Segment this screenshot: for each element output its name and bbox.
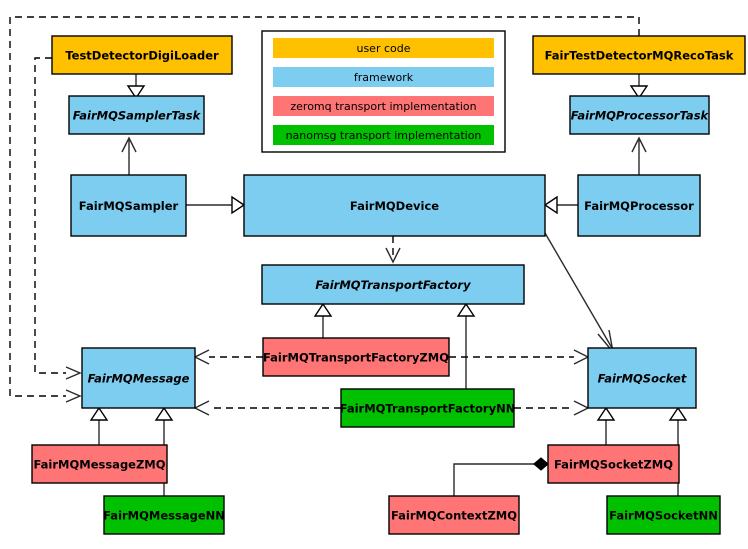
legend-item-3: nanomsg transport implementation bbox=[273, 125, 494, 145]
edge-sampler-samplertask bbox=[121, 136, 137, 175]
class-box-rect-FairMQTransportFactory[interactable] bbox=[261, 264, 525, 305]
legend-label-2: zeromq transport implementation bbox=[290, 100, 476, 113]
class-box-FairMQSocketZMQ[interactable]: FairMQSocketZMQ bbox=[547, 444, 680, 484]
class-box-label-FairMQDevice: FairMQDevice bbox=[350, 199, 439, 213]
class-box-rect-FairMQProcessor[interactable] bbox=[577, 174, 701, 237]
class-box-rect-FairMQTransportFactoryNN[interactable] bbox=[340, 388, 515, 428]
class-box-FairTestDetectorMQRecoTask[interactable]: FairTestDetectorMQRecoTask bbox=[532, 35, 746, 75]
class-box-rect-FairMQDevice[interactable] bbox=[243, 174, 546, 237]
legend-label-0: user code bbox=[356, 42, 410, 55]
edge-device-transportfactory bbox=[385, 236, 401, 264]
class-box-rect-FairMQTransportFactoryZMQ[interactable] bbox=[262, 337, 450, 377]
edge-tfzmq-socket bbox=[449, 349, 590, 365]
edge-tfnn-message bbox=[193, 400, 341, 416]
class-box-label-FairMQProcessor: FairMQProcessor bbox=[584, 199, 694, 213]
edge-sampler-device bbox=[186, 195, 246, 215]
edge-messagezmq-message bbox=[89, 406, 109, 445]
edge-digiloader-samplertask bbox=[126, 74, 146, 100]
legend-swatch-2 bbox=[273, 96, 494, 116]
legend: user code framework zeromq transport imple… bbox=[261, 30, 506, 153]
class-box-rect-TestDetectorDigiLoader[interactable] bbox=[51, 35, 233, 75]
class-box-label-FairMQSocketNN: FairMQSocketNN bbox=[609, 509, 718, 523]
legend-label-1: framework bbox=[354, 71, 414, 84]
edge-recotask-processortask bbox=[629, 74, 649, 100]
class-box-FairMQSocket[interactable]: FairMQSocket bbox=[587, 347, 697, 409]
class-box-label-TestDetectorDigiLoader: TestDetectorDigiLoader bbox=[65, 49, 219, 63]
class-box-label-FairMQMessageNN: FairMQMessageNN bbox=[103, 509, 225, 523]
class-box-FairMQMessageZMQ[interactable]: FairMQMessageZMQ bbox=[31, 444, 168, 484]
class-box-FairMQProcessor[interactable]: FairMQProcessor bbox=[577, 174, 701, 237]
class-box-rect-FairMQMessageZMQ[interactable] bbox=[31, 444, 168, 484]
edge-processor-device bbox=[543, 195, 578, 215]
edge-tfzmq-tf bbox=[313, 302, 333, 338]
legend-swatch-1 bbox=[273, 67, 494, 87]
class-box-FairMQMessage[interactable]: FairMQMessage bbox=[81, 347, 196, 409]
legend-item-2: zeromq transport implementation bbox=[273, 96, 494, 116]
class-box-rect-FairTestDetectorMQRecoTask[interactable] bbox=[532, 35, 746, 75]
edge-tfzmq-message bbox=[193, 349, 263, 365]
edge-processor-processortask bbox=[631, 136, 647, 175]
class-box-rect-FairMQProcessorTask[interactable] bbox=[569, 95, 710, 135]
class-box-rect-FairMQContextZMQ[interactable] bbox=[388, 495, 520, 535]
class-box-rect-FairMQSampler[interactable] bbox=[70, 174, 187, 237]
class-box-FairMQTransportFactory[interactable]: FairMQTransportFactory bbox=[261, 264, 525, 305]
class-box-label-FairMQTransportFactoryNN: FairMQTransportFactoryNN bbox=[340, 402, 516, 416]
legend-item-1: framework bbox=[273, 67, 494, 87]
class-box-FairMQTransportFactoryNN[interactable]: FairMQTransportFactoryNN bbox=[340, 388, 516, 428]
nodes-layer: TestDetectorDigiLoaderFairMQSamplerTaskF… bbox=[31, 35, 746, 535]
class-box-TestDetectorDigiLoader[interactable]: TestDetectorDigiLoader bbox=[51, 35, 233, 75]
class-box-FairMQMessageNN[interactable]: FairMQMessageNN bbox=[103, 495, 225, 535]
class-box-label-FairMQSocket: FairMQSocket bbox=[598, 372, 687, 386]
dependency-route-digiloader-to-message bbox=[34, 57, 82, 380]
edge-contextzmq-socketzmq bbox=[453, 457, 549, 496]
class-box-label-FairTestDetectorMQRecoTask: FairTestDetectorMQRecoTask bbox=[545, 49, 734, 63]
class-box-rect-FairMQSocketNN[interactable] bbox=[606, 495, 721, 535]
legend-item-0: user code bbox=[273, 38, 494, 58]
class-box-label-FairMQSamplerTask: FairMQSamplerTask bbox=[73, 109, 202, 123]
class-box-FairMQSampler[interactable]: FairMQSampler bbox=[70, 174, 187, 237]
class-box-FairMQProcessorTask[interactable]: FairMQProcessorTask bbox=[569, 95, 710, 135]
class-box-rect-FairMQSocket[interactable] bbox=[587, 347, 697, 409]
edge-device-socket bbox=[544, 232, 615, 355]
class-box-label-FairMQTransportFactoryZMQ: FairMQTransportFactoryZMQ bbox=[263, 351, 449, 365]
class-box-FairMQTransportFactoryZMQ[interactable]: FairMQTransportFactoryZMQ bbox=[262, 337, 450, 377]
dependency-route-reco-to-message bbox=[9, 16, 640, 403]
class-box-rect-FairMQSamplerTask[interactable] bbox=[68, 95, 205, 135]
class-box-rect-FairMQSocketZMQ[interactable] bbox=[547, 444, 680, 484]
legend-swatch-3 bbox=[273, 125, 494, 145]
class-box-FairMQDevice[interactable]: FairMQDevice bbox=[243, 174, 546, 237]
edge-tfnn-tf bbox=[456, 302, 476, 389]
legend-items: user code framework zeromq transport imple… bbox=[273, 38, 494, 145]
class-box-label-FairMQContextZMQ: FairMQContextZMQ bbox=[391, 509, 517, 523]
class-box-label-FairMQSocketZMQ: FairMQSocketZMQ bbox=[554, 458, 673, 472]
edge-tfnn-socket bbox=[514, 400, 590, 416]
legend-swatch-0 bbox=[273, 38, 494, 58]
class-box-label-FairMQSampler: FairMQSampler bbox=[79, 199, 179, 213]
edge-socketzmq-socket bbox=[596, 406, 616, 445]
class-box-FairMQContextZMQ[interactable]: FairMQContextZMQ bbox=[388, 495, 520, 535]
legend-label-3: nanomsg transport implementation bbox=[286, 129, 482, 142]
class-box-label-FairMQProcessorTask: FairMQProcessorTask bbox=[571, 109, 710, 123]
class-box-FairMQSamplerTask[interactable]: FairMQSamplerTask bbox=[68, 95, 205, 135]
class-box-FairMQSocketNN[interactable]: FairMQSocketNN bbox=[606, 495, 721, 535]
class-box-rect-FairMQMessageNN[interactable] bbox=[103, 495, 225, 535]
class-box-label-FairMQTransportFactory: FairMQTransportFactory bbox=[315, 278, 471, 292]
class-box-rect-FairMQMessage[interactable] bbox=[81, 347, 196, 409]
class-box-label-FairMQMessage: FairMQMessage bbox=[88, 372, 190, 386]
class-box-label-FairMQMessageZMQ: FairMQMessageZMQ bbox=[33, 458, 165, 472]
